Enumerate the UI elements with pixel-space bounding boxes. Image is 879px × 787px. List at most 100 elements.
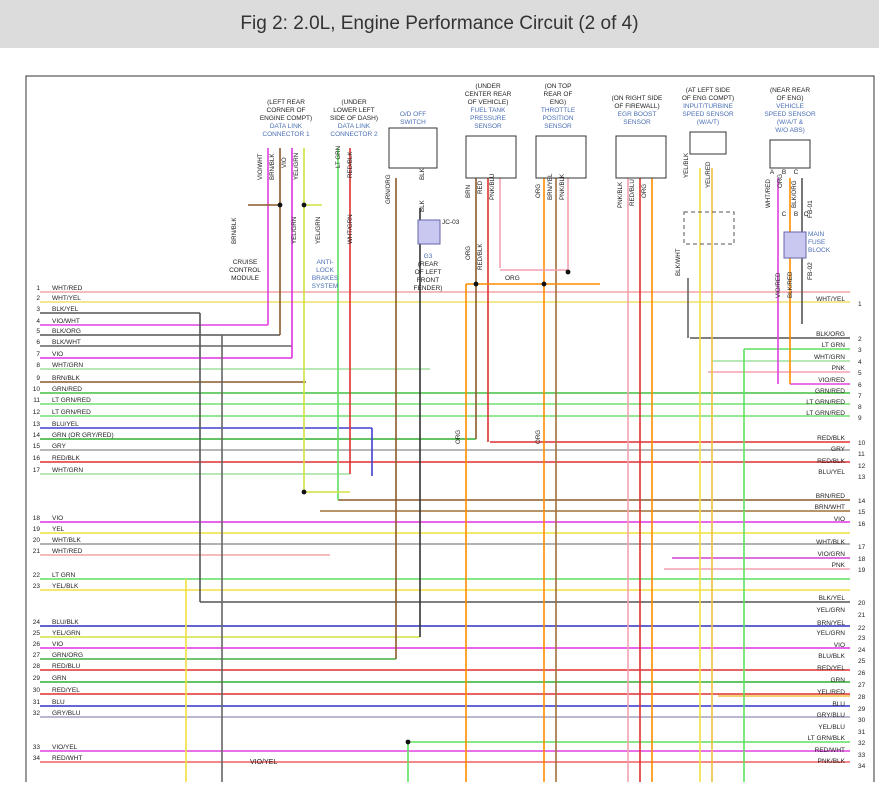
turbine-sensor-box	[689, 131, 727, 155]
wire-label-left: VIO/WHT	[52, 318, 80, 325]
od-off-switch-box	[388, 127, 438, 169]
main-fuse-label: MAIN	[808, 231, 825, 238]
pin-number-right: 27	[858, 682, 866, 689]
pin-number-right: 10	[858, 440, 866, 447]
pin-number-right: 8	[858, 404, 862, 411]
vertical-wire-label: ORG	[465, 246, 472, 260]
wire-label-left: WHT/GRN	[52, 467, 83, 474]
component-label: THROTTLE	[541, 107, 576, 114]
figure-header: Fig 2: 2.0L, Engine Performance Circuit …	[0, 0, 879, 48]
cruise-control-label: MODULE	[231, 275, 259, 282]
pin-number-left: 21	[33, 548, 41, 555]
connector-pin-letter: C	[804, 211, 809, 218]
pin-number-left: 2	[36, 295, 40, 302]
wire-label-right: BRN/WHT	[815, 504, 845, 511]
wire-label-left: WHT/GRN	[52, 362, 83, 369]
vertical-wire-label: BLK/WHT	[675, 248, 682, 276]
wire-label-right: PNK	[832, 562, 846, 569]
fb02-label: FB-02	[807, 262, 814, 280]
pin-number-right: 6	[858, 382, 862, 389]
wire-label-left: GRN/ORG	[52, 652, 83, 659]
vertical-wire-label: PNK/BLK	[559, 173, 566, 200]
vertical-wire-label: YEL/GRN	[291, 217, 298, 244]
main-fuse-block-icon	[783, 231, 807, 259]
pin-number-right: 31	[858, 729, 866, 736]
pin-number-right: 5	[858, 370, 862, 377]
wire-label-left: VIO/YEL	[52, 744, 78, 751]
wire-label-right: RED/YEL	[817, 665, 845, 672]
component-label: (W/A/T &	[777, 119, 804, 126]
pin-number-left: 14	[33, 432, 41, 439]
pin-number-left: 22	[33, 572, 41, 579]
cruise-control-label: CONTROL	[229, 267, 261, 274]
pin-number-right: 15	[858, 509, 866, 516]
pin-number-left: 16	[33, 455, 41, 462]
wire-label-right: VIO/RED	[818, 377, 845, 384]
pin-number-left: 5	[36, 328, 40, 335]
junction-dot	[301, 202, 307, 208]
component-label: POSITION	[542, 115, 573, 122]
pin-number-left: 11	[33, 397, 40, 404]
vertical-wire-label: BLK	[419, 199, 426, 212]
wire-label-left: YEL	[52, 526, 65, 533]
pin-number-right: 14	[858, 498, 866, 505]
vertical-wire-label: ORG	[641, 184, 648, 198]
wire-label-left: RED/BLK	[52, 455, 80, 462]
wire-label-left: VIO	[52, 351, 63, 358]
pin-number-right: 3	[858, 347, 862, 354]
vertical-wire-label: LT GRN	[335, 146, 342, 168]
wire-label-left: RED/BLU	[52, 663, 80, 670]
wire-label-left: WHT/RED	[52, 285, 83, 292]
pin-number-left: 30	[33, 687, 41, 694]
wire-label-left: BLK/ORG	[52, 328, 81, 335]
main-fuse-label: FUSE	[808, 239, 826, 246]
vertical-wire-label: BLK/RED	[787, 271, 794, 298]
wire-label-left: BLK/YEL	[52, 306, 79, 313]
component-location: (UNDER	[475, 83, 501, 90]
pin-number-right: 32	[858, 740, 866, 747]
component-label: W/O ABS)	[775, 127, 805, 134]
pin-number-right: 29	[858, 706, 866, 713]
pin-number-left: 23	[33, 583, 41, 590]
component-location: ENGINE COMPT)	[260, 115, 312, 122]
pin-number-right: 33	[858, 752, 866, 759]
wire-label-left: GRN/RED	[52, 386, 82, 393]
pin-number-right: 13	[858, 474, 866, 481]
pin-number-left: 19	[33, 526, 41, 533]
component-label: SWITCH	[400, 119, 426, 126]
pin-number-left: 1	[36, 285, 40, 292]
component-label: CONNECTOR 1	[262, 131, 310, 138]
component-location: REAR OF	[544, 91, 573, 98]
cruise-control-label: CRUISE	[233, 259, 258, 266]
pin-number-right: 1	[858, 301, 862, 308]
wire-label-left: GRN (OR GRY/RED)	[52, 432, 114, 439]
pin-number-right: 12	[858, 463, 866, 470]
junction-dot	[405, 739, 411, 745]
wire-label-left: BLU	[52, 699, 65, 706]
pin-number-right: 16	[858, 521, 866, 528]
component-label: CONNECTOR 2	[330, 131, 378, 138]
pin-number-right: 24	[858, 647, 866, 654]
wire-label-right: RED/BLK	[817, 435, 845, 442]
wire-label-left: LT GRN	[52, 572, 76, 579]
pin-number-right: 22	[858, 625, 866, 632]
jc-03-label: JC-03	[442, 219, 460, 226]
junction-dot	[277, 202, 283, 208]
vertical-wire-label: YEL/BLK	[683, 152, 690, 178]
pin-number-left: 29	[33, 675, 41, 682]
wire-label-left: VIO	[52, 515, 63, 522]
component-label: SENSOR	[474, 123, 502, 130]
vss-sensor-box	[769, 139, 811, 169]
pin-number-right: 34	[858, 763, 866, 770]
wire-label-right: BRN/YEL	[817, 620, 845, 627]
wire-label-left: BLU/YEL	[52, 421, 79, 428]
wire-label-right: VIO	[834, 642, 845, 649]
wire-label-right: GRY	[831, 446, 846, 453]
wire-label-right: BRN/RED	[816, 493, 846, 500]
pin-number-right: 9	[858, 415, 862, 422]
wire-label-right: GRN/RED	[815, 388, 845, 395]
pin-number-right: 30	[858, 717, 866, 724]
pin-number-right: 2	[858, 336, 862, 343]
pin-number-right: 28	[858, 694, 866, 701]
